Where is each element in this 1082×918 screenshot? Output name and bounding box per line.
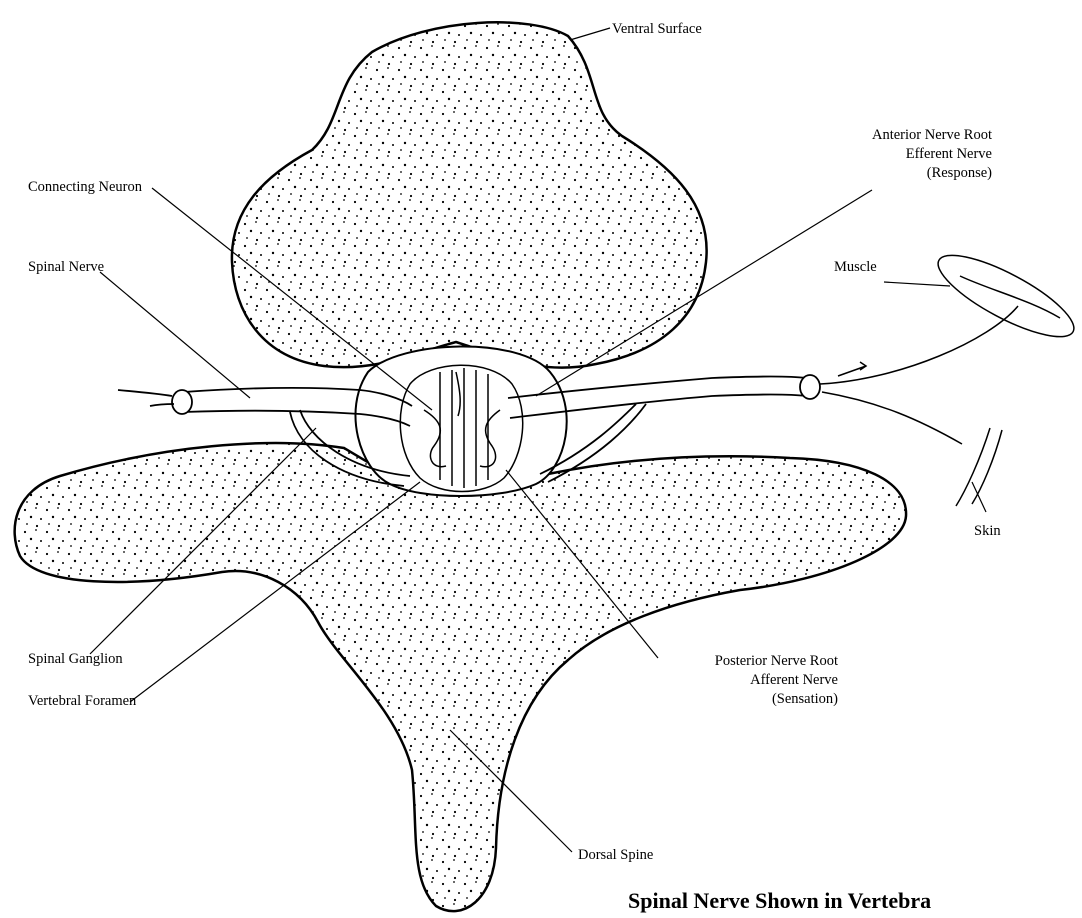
label-ventral-surface: Ventral Surface [612,20,702,39]
label-anterior-nerve-root: Anterior Nerve Root Efferent Nerve (Resp… [780,126,992,183]
label-vertebral-foramen: Vertebral Foramen [28,692,136,711]
label-anterior-line2: Efferent Nerve [780,145,992,164]
label-anterior-line1: Anterior Nerve Root [780,126,992,145]
label-posterior-line2: Afferent Nerve [620,671,838,690]
peripheral-fibers [820,241,1082,506]
label-posterior-nerve-root: Posterior Nerve Root Afferent Nerve (Sen… [620,652,838,709]
label-spinal-nerve: Spinal Nerve [28,258,104,277]
spinal-cord [400,365,522,491]
vertebral-body [232,22,707,367]
diagram-title: Spinal Nerve Shown in Vertebra [628,888,931,914]
label-skin: Skin [974,522,1001,541]
label-posterior-line1: Posterior Nerve Root [620,652,838,671]
label-spinal-ganglion: Spinal Ganglion [28,650,123,669]
label-connecting-neuron: Connecting Neuron [28,178,142,197]
label-anterior-line3: (Response) [780,164,992,183]
label-dorsal-spine: Dorsal Spine [578,846,653,865]
label-posterior-line3: (Sensation) [620,690,838,709]
label-muscle: Muscle [834,258,877,277]
